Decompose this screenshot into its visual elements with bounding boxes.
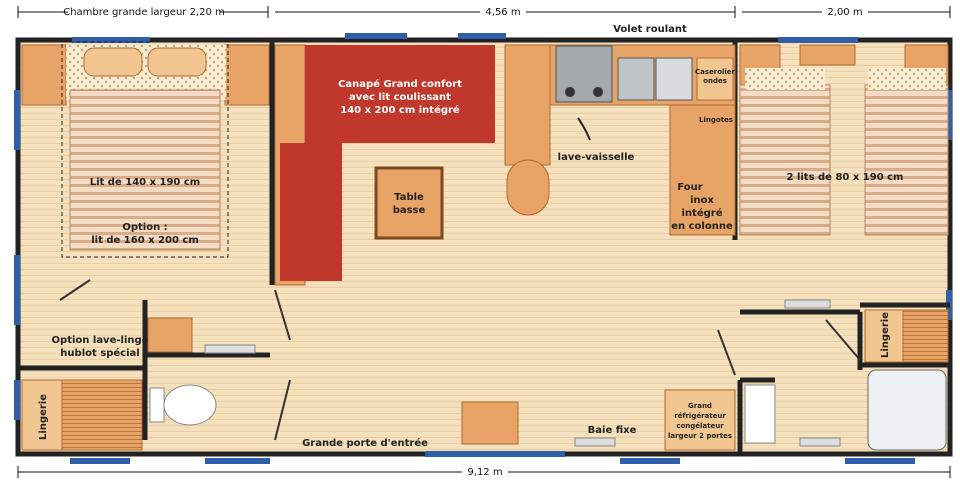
sofa bbox=[305, 45, 495, 143]
twin-beds-label: 2 lits de 80 x 190 cm bbox=[787, 172, 904, 183]
twin-bedroom: 2 lits de 80 x 190 cm bbox=[739, 44, 949, 236]
master-bedroom: Lit de 140 x 190 cm Option : lit de 160 … bbox=[21, 41, 270, 258]
cooktop bbox=[555, 45, 613, 103]
table-label-line1: Table bbox=[394, 192, 424, 203]
laundry-area: Option lave-linge hublot spécial Lingeri… bbox=[21, 317, 217, 451]
fridge-label-line4: largeur 2 portes bbox=[668, 432, 732, 440]
pillow bbox=[83, 47, 143, 77]
dim-living-width: 4,56 m bbox=[485, 7, 520, 18]
entrance-door-label: Grande porte d'entrée bbox=[302, 437, 428, 449]
dishwasher-arrow bbox=[577, 117, 591, 141]
toilet-tank bbox=[149, 387, 165, 423]
sofa-label-line1: Canapé Grand confort bbox=[338, 78, 462, 90]
kitchen-counter bbox=[669, 104, 736, 236]
living-area: Canapé Grand confort avec lit coulissant… bbox=[274, 44, 495, 286]
sink bbox=[617, 57, 655, 101]
double-bed bbox=[69, 89, 221, 251]
doors bbox=[59, 279, 861, 441]
kitchen-counter bbox=[504, 44, 551, 166]
caserolier-cabinet bbox=[696, 57, 734, 101]
linen-shelves-right bbox=[902, 309, 949, 363]
lingotes-label: Lingotes bbox=[699, 116, 733, 124]
entry-bench bbox=[461, 401, 519, 445]
burner bbox=[593, 87, 603, 97]
sink-drainer bbox=[655, 57, 693, 101]
oven-label-line1: Four bbox=[677, 182, 702, 193]
headboard bbox=[868, 68, 946, 90]
dishwasher-label: lave-vaisselle bbox=[558, 152, 635, 163]
bedroom-cabinet bbox=[224, 44, 270, 106]
radiator bbox=[204, 344, 256, 354]
radiator bbox=[799, 437, 841, 447]
dim-kids-width: 2,00 m bbox=[827, 7, 862, 18]
oven-label-line2: inox bbox=[690, 195, 714, 206]
laundry-cabinet bbox=[147, 317, 193, 353]
fridge-label-line1: Grand bbox=[688, 402, 712, 410]
bathroom: Lingerie Grand réfrigérateur congélateur… bbox=[664, 309, 949, 451]
fixed-window-label: Baie fixe bbox=[588, 425, 637, 436]
linen-closet-left bbox=[21, 379, 63, 451]
fridge bbox=[664, 389, 736, 451]
bedroom-cabinet bbox=[799, 44, 856, 66]
headboard bbox=[745, 68, 825, 90]
radiator bbox=[574, 437, 616, 447]
option-bed-outline bbox=[61, 41, 229, 258]
bed-size-label: Lit de 140 x 190 cm bbox=[90, 177, 200, 188]
pillow bbox=[147, 47, 207, 77]
windows bbox=[14, 33, 952, 464]
washbasin bbox=[744, 384, 776, 444]
burner bbox=[565, 87, 575, 97]
linen-label-left: Lingerie bbox=[38, 394, 49, 440]
option-label: Option : bbox=[122, 222, 167, 233]
twin-bed bbox=[864, 84, 949, 236]
bedroom-cabinet bbox=[21, 44, 67, 106]
linen-closet-right bbox=[864, 309, 904, 363]
option-bed-size-label: lit de 160 x 200 cm bbox=[91, 235, 199, 246]
sofa-label-line3: 140 x 200 cm intégré bbox=[340, 104, 460, 116]
washer-option-label-line2: hublot spécial bbox=[60, 347, 139, 359]
table-label-line2: basse bbox=[393, 205, 426, 216]
caserolier-label-line1: Caserolier bbox=[695, 68, 736, 76]
washer-option-label-line1: Option lave-linge bbox=[52, 335, 149, 346]
oven-label-line4: en colonne bbox=[671, 221, 733, 232]
oven-label-line3: intégré bbox=[682, 207, 723, 219]
linen-label-right: Lingerie bbox=[880, 312, 891, 358]
shutter-label: Volet roulant bbox=[613, 24, 687, 35]
radiator bbox=[784, 299, 831, 309]
caserolier-label-line2: ondes bbox=[703, 77, 727, 85]
shower bbox=[867, 369, 947, 451]
twin-bed bbox=[739, 84, 831, 236]
fridge-label-line3: congélateur bbox=[676, 422, 724, 430]
sofa-label-line2: avec lit coulissant bbox=[349, 92, 451, 103]
coffee-table bbox=[374, 166, 444, 240]
linen-shelves-left bbox=[61, 379, 143, 451]
dim-total-length: 9,12 m bbox=[467, 467, 502, 478]
sofa-chaise bbox=[280, 143, 342, 281]
toilet-bowl bbox=[163, 384, 217, 426]
kitchen-peninsula bbox=[506, 159, 550, 216]
dim-bedroom-width: Chambre grande largeur 2,20 m bbox=[63, 7, 225, 18]
fridge-label-line2: réfrigérateur bbox=[674, 412, 726, 420]
kitchen: Caserolier ondes Lingotes lave-vaisselle… bbox=[504, 44, 736, 236]
